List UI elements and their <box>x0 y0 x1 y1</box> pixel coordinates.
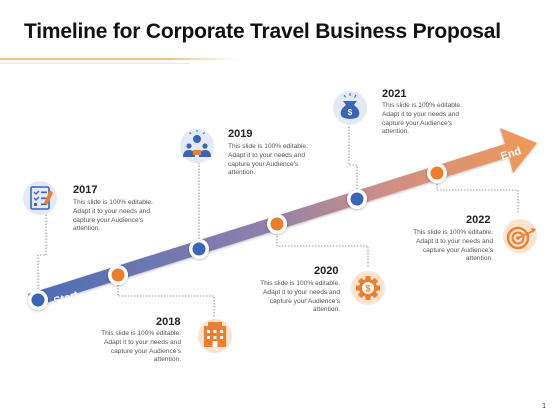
milestone-dots <box>28 163 447 310</box>
milestone-year-2019: 2019 <box>228 128 253 140</box>
milestone-dot-2020 <box>267 214 287 234</box>
connector-lines <box>37 120 519 318</box>
slide-title: Timeline for Corporate Travel Business P… <box>24 20 501 43</box>
milestone-year-2017: 2017 <box>73 184 98 196</box>
team-idea-icon <box>180 129 214 163</box>
milestone-year-2020: 2020 <box>314 265 339 277</box>
milestone-dot-2021 <box>347 189 367 209</box>
title-underline-secondary <box>0 63 190 64</box>
dollar-gear-icon: $ <box>351 271 385 305</box>
milestone-dot-2018 <box>108 265 128 285</box>
milestone-text-2019: This slide is 100% editable. Adapt it to… <box>228 143 308 177</box>
milestone-text-2017: This slide is 100% editable. Adapt it to… <box>73 199 153 233</box>
money-bag-icon: $ <box>333 91 367 125</box>
target-icon <box>503 219 537 253</box>
building-icon <box>198 319 232 353</box>
milestone-dot-2019 <box>189 239 209 259</box>
checklist-icon <box>23 181 57 215</box>
title-underline <box>0 58 240 60</box>
milestone-text-2021: This slide is 100% editable. Adapt it to… <box>382 102 462 136</box>
svg-text:$: $ <box>348 108 353 117</box>
milestone-year-2018: 2018 <box>156 316 181 328</box>
milestone-year-2021: 2021 <box>382 88 407 100</box>
connector-2021 <box>348 120 358 198</box>
end-label: End <box>499 145 522 163</box>
connector-2022 <box>436 172 519 214</box>
milestone-dot-2017 <box>28 290 48 310</box>
milestone-text-2018: This slide is 100% editable. Adapt it to… <box>101 330 181 364</box>
milestone-year-2022: 2022 <box>466 214 491 226</box>
milestone-text-2020: This slide is 100% editable. Adapt it to… <box>260 280 340 314</box>
page-number: 1 <box>542 403 546 410</box>
svg-text:$: $ <box>365 284 370 294</box>
connector-2017 <box>37 212 47 298</box>
connector-2018 <box>117 276 215 318</box>
milestone-text-2022: This slide is 100% editable. Adapt it to… <box>413 229 493 263</box>
milestone-dot-2022 <box>427 163 447 183</box>
connector-2020 <box>276 224 369 268</box>
